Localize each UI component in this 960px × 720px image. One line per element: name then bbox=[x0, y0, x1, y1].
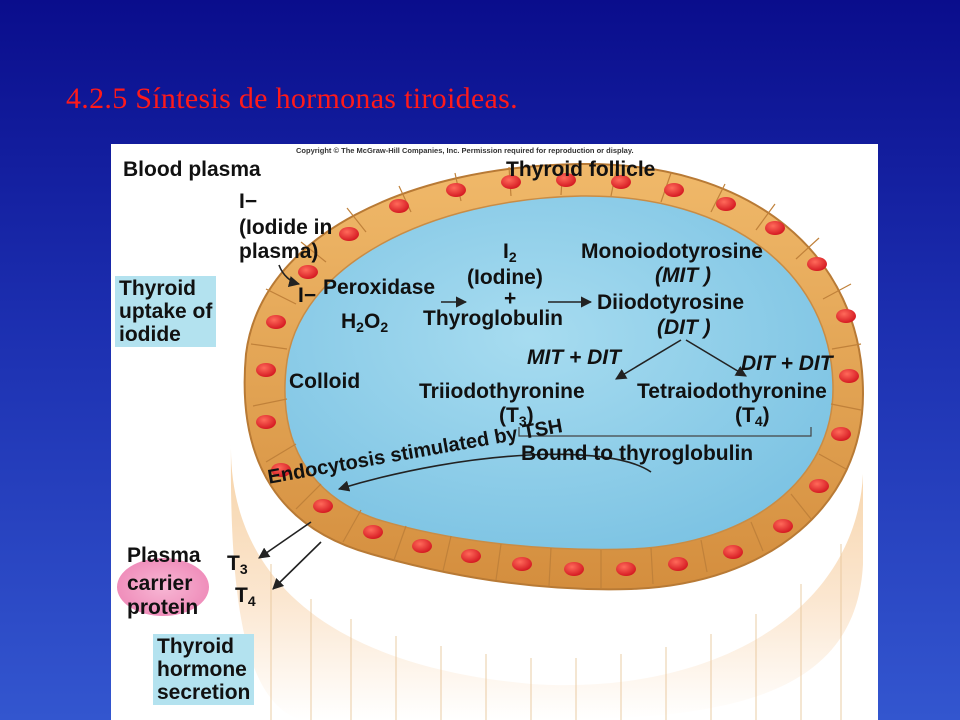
follicle-illustration bbox=[117, 162, 865, 720]
triiodothyronine-label: Triiodothyronine bbox=[419, 380, 585, 403]
thyroglobulin-label: Thyroglobulin bbox=[423, 307, 563, 330]
thyroid-uptake-box: Thyroid uptake of iodide bbox=[115, 276, 217, 347]
plus-sign: + bbox=[504, 287, 517, 310]
t3-secreted-label: T3 bbox=[227, 552, 248, 577]
slide-title: 4.2.5 Síntesis de hormonas tiroideas. bbox=[66, 82, 518, 115]
uptake-line: iodide bbox=[119, 323, 181, 346]
mit-plus-dit-label: MIT + DIT bbox=[527, 346, 621, 369]
peroxidase-label: Peroxidase bbox=[323, 276, 436, 299]
iodine-label: (Iodine) bbox=[467, 266, 543, 289]
plasma-carrier-label-line1: Plasma bbox=[127, 544, 201, 567]
tetraiodothyronine-label: Tetraiodothyronine bbox=[637, 380, 827, 403]
bound-to-thyroglobulin-label: Bound to thyroglobulin bbox=[521, 442, 754, 465]
uptake-line: Thyroid bbox=[119, 277, 196, 300]
iodide-label-line1: (Iodide in bbox=[239, 216, 333, 239]
t4-secreted-label: T4 bbox=[235, 584, 256, 609]
colloid-lumen bbox=[284, 195, 834, 551]
t3-product-label: (T3) bbox=[499, 404, 534, 429]
secretion-line: hormone bbox=[157, 658, 247, 681]
colloid-label: Colloid bbox=[289, 370, 361, 393]
iodide-label-line2: plasma) bbox=[239, 240, 319, 263]
secretion-line: Thyroid bbox=[157, 635, 234, 658]
thyroid-hormone-secretion-box: Thyroid hormone secretion bbox=[153, 634, 255, 705]
mit-label: (MIT ) bbox=[655, 264, 711, 287]
i2-label: I2 bbox=[503, 240, 517, 265]
t4-product-label: (T4) bbox=[735, 404, 770, 429]
thyroid-diagram: Copyright © The McGraw-Hill Companies, I… bbox=[111, 144, 878, 720]
plasma-carrier-label-line2: carrier bbox=[127, 572, 193, 595]
h2o2-label: H2O2 bbox=[341, 310, 389, 335]
dit-label: (DIT ) bbox=[657, 316, 711, 339]
diiodotyrosine-label: Diiodotyrosine bbox=[597, 291, 745, 314]
dit-plus-dit-label: DIT + DIT bbox=[741, 352, 833, 375]
blood-plasma-heading: Blood plasma bbox=[123, 158, 261, 181]
plasma-carrier-protein-shape bbox=[117, 558, 209, 616]
pathway-arrows bbox=[258, 264, 812, 590]
thyroid-follicle-heading: Thyroid follicle bbox=[506, 158, 656, 181]
secretion-line: secretion bbox=[157, 681, 251, 704]
iodide-symbol: I− bbox=[239, 190, 258, 213]
iodide-entry: I− bbox=[298, 284, 317, 307]
monoiodotyrosine-label: Monoiodotyrosine bbox=[581, 240, 763, 263]
uptake-line: uptake of bbox=[119, 300, 213, 323]
follicle-side-wall bbox=[230, 444, 863, 720]
plasma-carrier-label-line3: protein bbox=[127, 596, 199, 619]
cell-boundaries bbox=[250, 164, 862, 588]
copyright-notice: Copyright © The McGraw-Hill Companies, I… bbox=[296, 146, 634, 155]
cell-nuclei bbox=[256, 173, 859, 576]
